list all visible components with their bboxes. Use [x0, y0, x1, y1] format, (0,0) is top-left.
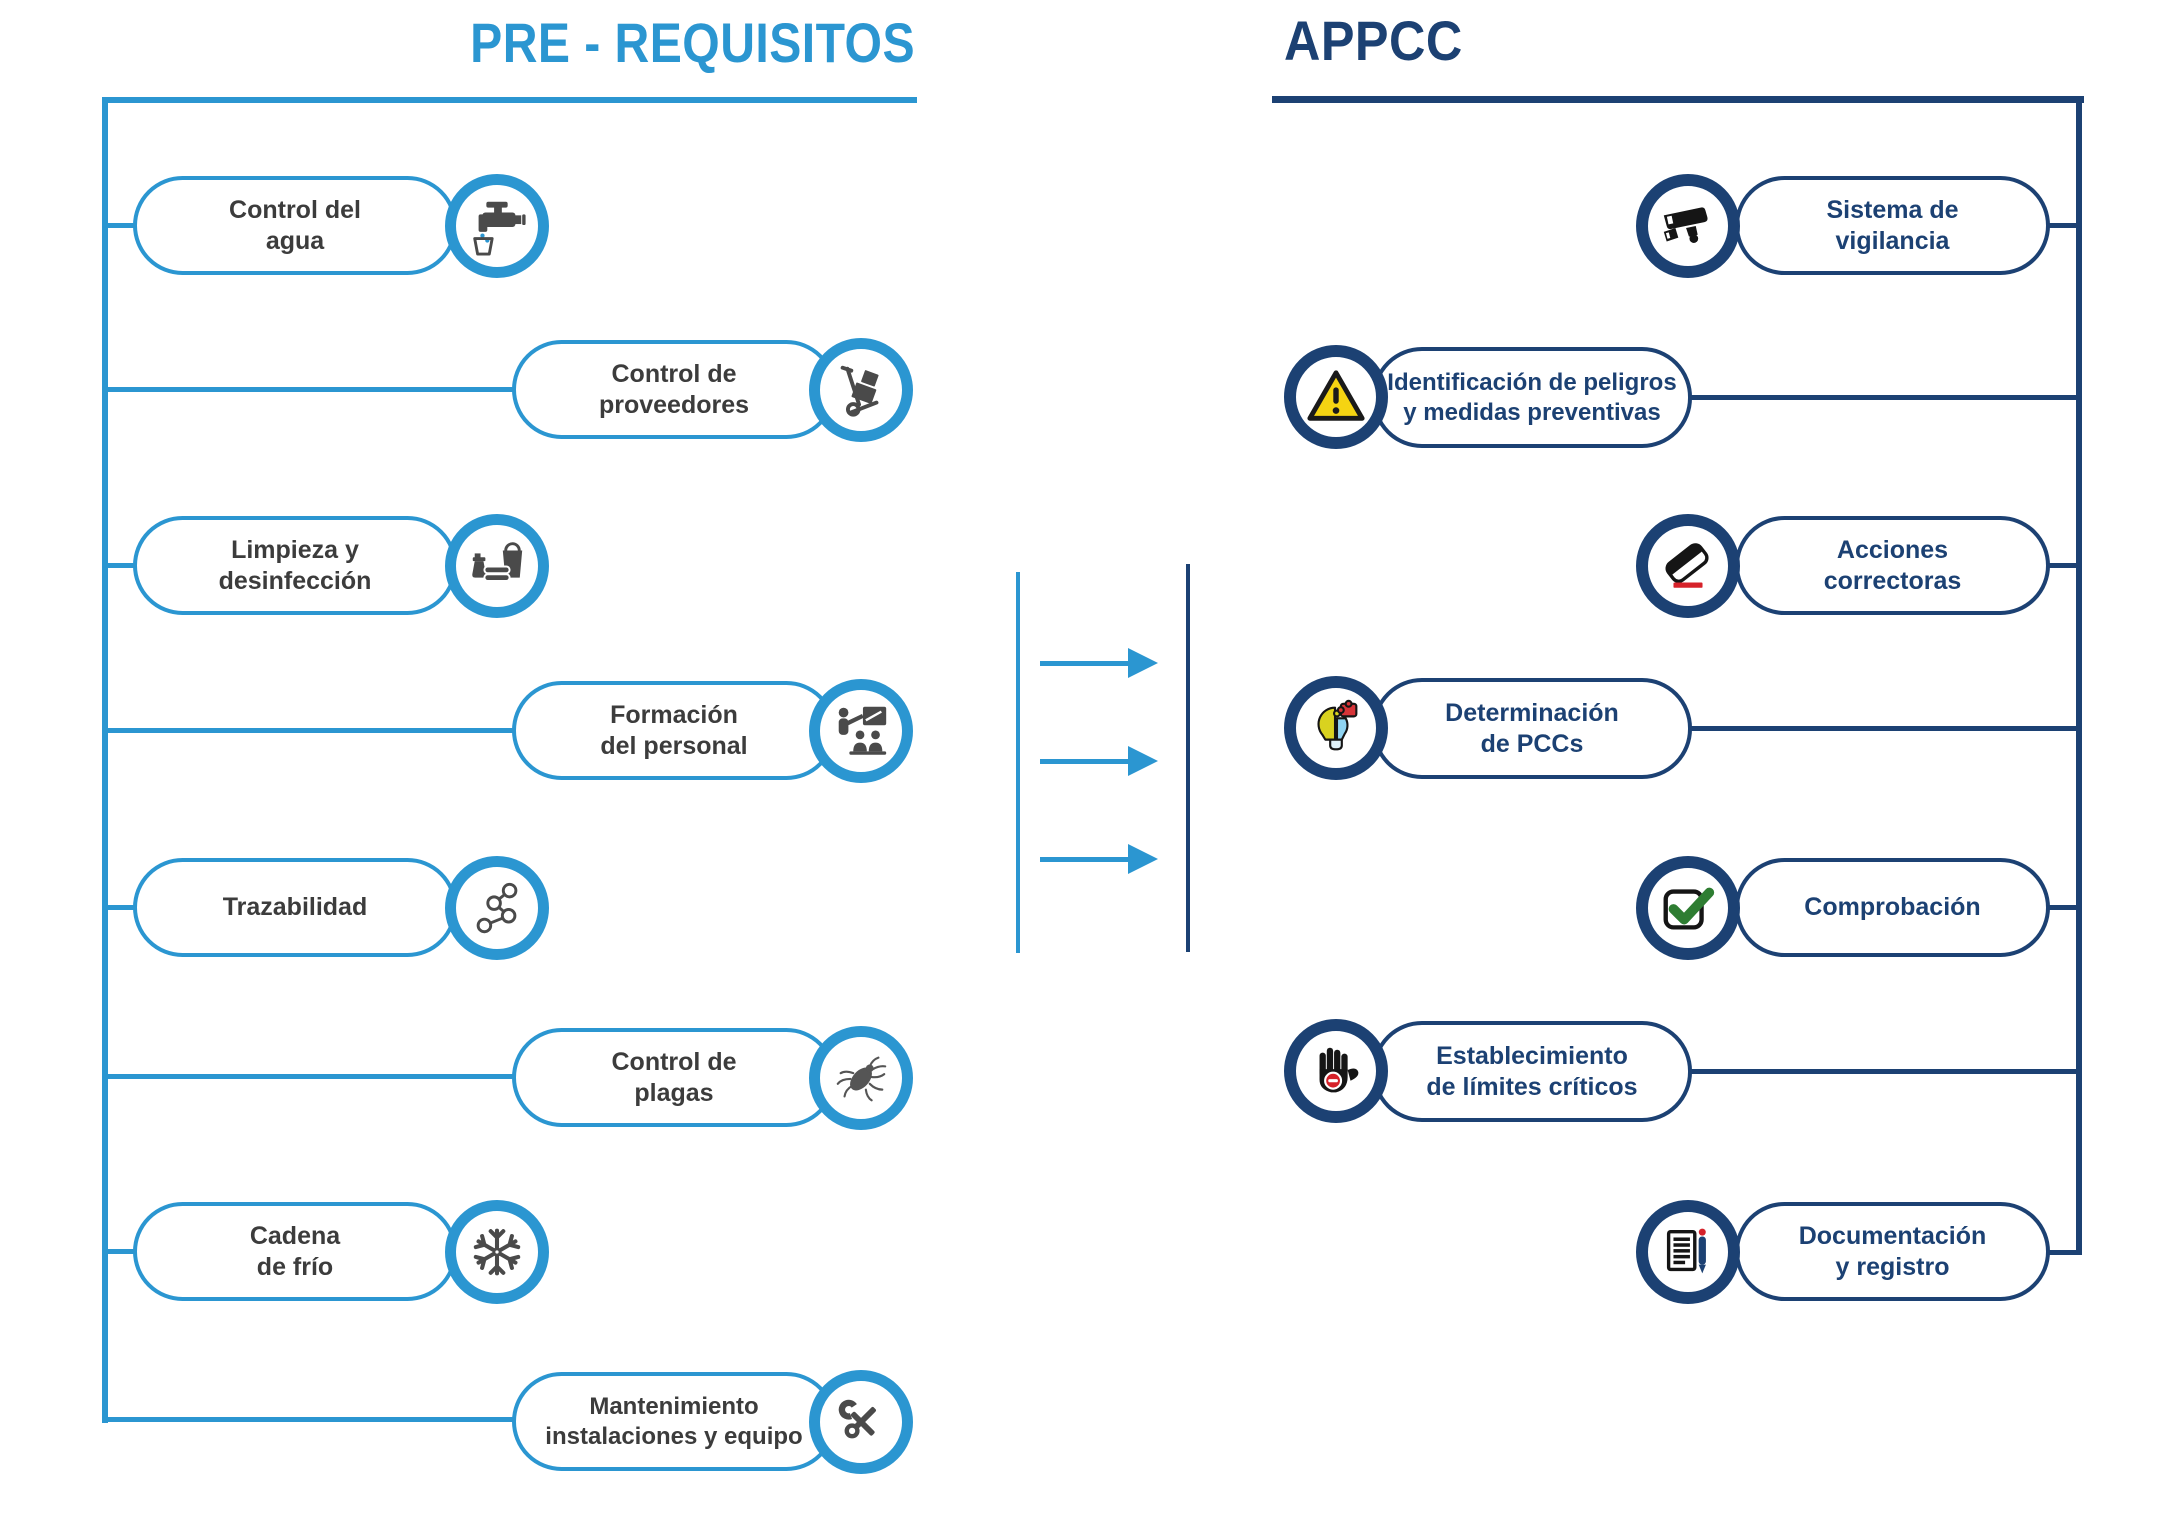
traceability-network-icon-badge — [445, 856, 549, 960]
flow-arrow-icon — [1040, 844, 1158, 874]
cctv-camera-icon-badge — [1636, 174, 1740, 278]
warning-triangle-icon — [1307, 370, 1365, 421]
connector-line — [2046, 223, 2080, 228]
connector-line — [1688, 395, 2080, 400]
faucet-icon — [473, 201, 526, 256]
connector-line — [2046, 563, 2080, 568]
pest-bug-icon — [836, 1056, 887, 1102]
snowflake-icon — [466, 1221, 528, 1283]
connector-line — [104, 1074, 516, 1079]
connector-line — [104, 1417, 516, 1422]
cleaning-supplies-icon — [472, 542, 523, 582]
node-label: Control de proveedores — [598, 360, 750, 419]
node-label: Establecimiento de límites críticos — [1426, 1042, 1638, 1101]
document-pen-icon-badge — [1636, 1200, 1740, 1304]
snowflake-icon-badge — [445, 1200, 549, 1304]
faucet-icon-badge — [445, 174, 549, 278]
node-label: Sistema de vigilancia — [1826, 196, 1959, 255]
document-pen-icon — [1666, 1228, 1706, 1274]
appcc-node-documentacion-registro: Documentación y registro — [1735, 1202, 2050, 1301]
connector-line — [1688, 1069, 2080, 1074]
stop-hand-icon-badge — [1284, 1019, 1388, 1123]
puzzle-bulb-icon — [1317, 699, 1358, 751]
prereq-node-control-de-plagas: Control de plagas — [512, 1028, 836, 1127]
middle-right-divider — [1186, 564, 1190, 952]
stop-hand-icon — [1319, 1047, 1359, 1093]
prereq-node-formacion-personal: Formación del personal — [512, 681, 836, 780]
node-label: Determinación de PCCs — [1445, 699, 1619, 758]
node-label: Control del agua — [229, 196, 361, 255]
checkbox-check-icon-badge — [1636, 856, 1740, 960]
left-trunk-line — [102, 97, 108, 1423]
eraser-icon — [1665, 543, 1709, 588]
middle-left-divider — [1016, 572, 1020, 953]
appcc-node-acciones-correctoras: Acciones correctoras — [1735, 516, 2050, 615]
checkbox-check-icon — [1663, 887, 1715, 930]
connector-line — [104, 728, 516, 733]
node-label: Limpieza y desinfección — [218, 536, 372, 595]
connector-line — [2046, 1250, 2080, 1255]
prereq-node-trazabilidad: Trazabilidad — [133, 858, 457, 957]
connector-line — [104, 1249, 138, 1254]
connector-line — [104, 905, 138, 910]
node-label: Documentación y registro — [1798, 1222, 1987, 1281]
prereq-node-cadena-de-frio: Cadena de frío — [133, 1202, 457, 1301]
prerequisites-title: PRE - REQUISITOS — [470, 11, 915, 74]
appcc-node-limites-criticos: Establecimiento de límites críticos — [1372, 1021, 1692, 1122]
prereq-node-mantenimiento: Mantenimiento instalaciones y equipo — [512, 1372, 836, 1471]
prereq-node-control-del-agua: Control del agua — [133, 176, 457, 275]
hand-truck-icon — [840, 365, 879, 417]
connector-line — [2046, 905, 2080, 910]
pest-bug-icon-badge — [809, 1026, 913, 1130]
cleaning-supplies-icon-badge — [445, 514, 549, 618]
connector-line — [104, 563, 138, 568]
appcc-node-determinacion-pccs: Determinación de PCCs — [1372, 678, 1692, 779]
flow-arrow-icon — [1040, 746, 1158, 776]
appcc-node-comprobacion: Comprobación — [1735, 858, 2050, 957]
node-label: Trazabilidad — [222, 893, 368, 922]
flow-arrow-icon — [1040, 648, 1158, 678]
tools-icon — [838, 1399, 876, 1439]
traceability-network-icon — [476, 882, 518, 934]
appcc-title: APPCC — [1284, 9, 1463, 72]
connector-line — [104, 387, 516, 392]
prerequisites-title-underline — [105, 97, 917, 103]
node-label: Acciones correctoras — [1823, 536, 1962, 595]
connector-line — [104, 223, 138, 228]
cctv-camera-icon — [1663, 207, 1708, 243]
prereq-node-limpieza-desinfeccion: Limpieza y desinfección — [133, 516, 457, 615]
appcc-node-sistema-vigilancia: Sistema de vigilancia — [1735, 176, 2050, 275]
node-label: Cadena de frío — [249, 1222, 341, 1281]
hand-truck-icon-badge — [809, 338, 913, 442]
node-label: Mantenimiento instalaciones y equipo — [545, 1393, 803, 1450]
appcc-node-identificacion-peligros: Identificación de peligros y medidas pre… — [1372, 347, 1692, 448]
connector-line — [1688, 726, 2080, 731]
node-label: Identificación de peligros y medidas pre… — [1387, 369, 1677, 426]
prereq-node-control-de-proveedores: Control de proveedores — [512, 340, 836, 439]
warning-triangle-icon-badge — [1284, 345, 1388, 449]
eraser-icon-badge — [1636, 514, 1740, 618]
node-label: Comprobación — [1804, 893, 1981, 922]
node-label: Control de plagas — [611, 1048, 737, 1107]
personnel-training-icon-badge — [809, 679, 913, 783]
tools-icon-badge — [809, 1370, 913, 1474]
right-trunk-line — [2076, 96, 2082, 1255]
node-label: Formación del personal — [600, 701, 748, 760]
puzzle-bulb-icon-badge — [1284, 676, 1388, 780]
personnel-training-icon — [838, 706, 887, 755]
appcc-title-underline — [1272, 96, 2084, 103]
